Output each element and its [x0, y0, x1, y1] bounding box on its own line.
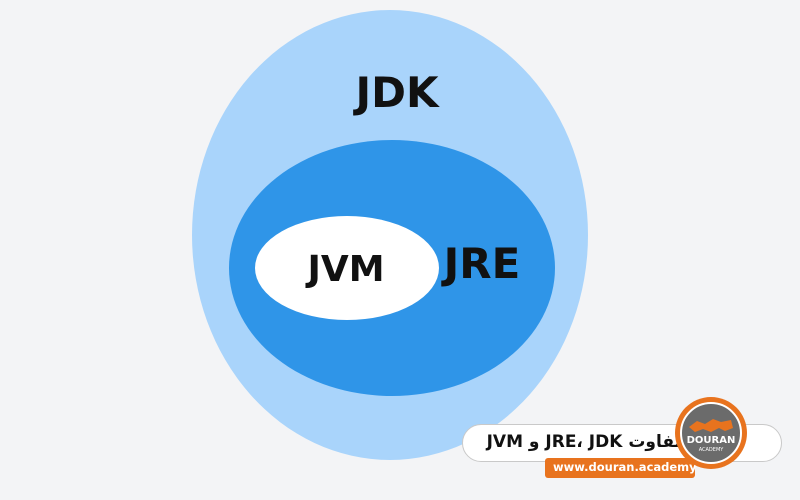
jvm-label: JVM [304, 249, 384, 290]
logo-mark: DOURAN ACADEMY [687, 419, 736, 453]
banner-title: تفاوت JRE، JDK و JVM [486, 432, 681, 452]
jre-label: JRE [441, 239, 521, 288]
logo-inner-circle [680, 402, 742, 464]
logo-brand-text: DOURAN [687, 435, 736, 446]
logo-sub-text: ACADEMY [699, 447, 725, 453]
douran-academy-logo-icon: DOURAN ACADEMY [675, 397, 747, 469]
jvm-ellipse [255, 216, 439, 320]
website-url: www.douran.academy [553, 460, 697, 474]
url-bar: www.douran.academy [545, 458, 697, 478]
logo-map-shape [689, 419, 733, 432]
jdk-label: JDK [352, 68, 439, 117]
